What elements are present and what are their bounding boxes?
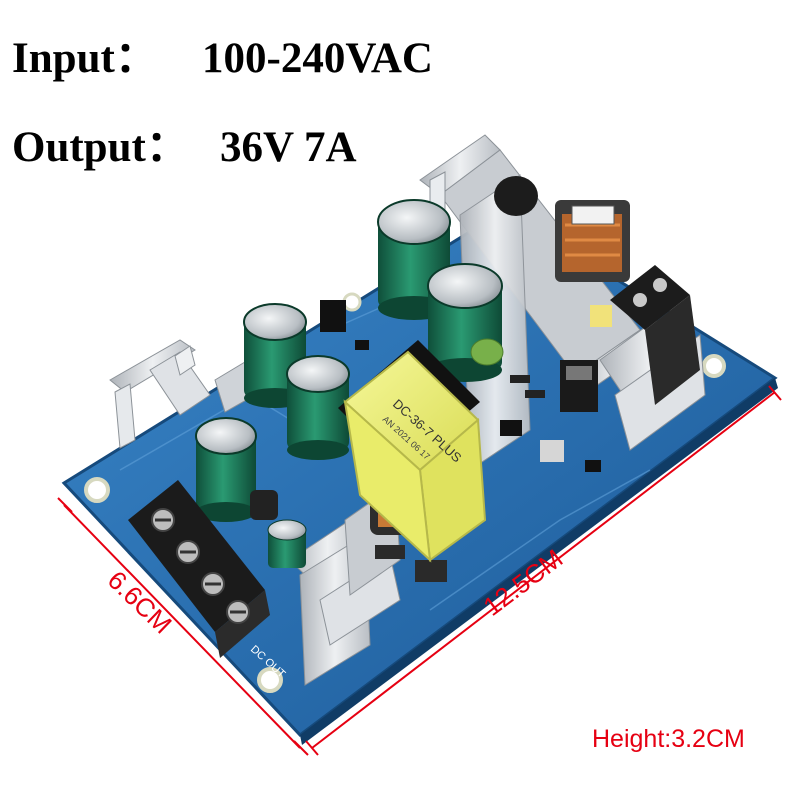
- common-mode-choke: [555, 200, 630, 282]
- terminal-screw: [226, 600, 250, 624]
- input-label: Input：: [12, 35, 158, 82]
- x-capacitor: [470, 338, 504, 366]
- output-value: 36V 7A: [220, 124, 357, 171]
- capacitor-medium-2: [286, 355, 350, 460]
- transformer: DC-36-7 PLUS AN 2021 06 17: [338, 340, 487, 563]
- mount-hole: [342, 292, 362, 312]
- input-terminal-block: [610, 265, 700, 405]
- mosfet: [560, 360, 598, 412]
- diode-resistors: [375, 305, 612, 582]
- input-value: 100-240VAC: [202, 35, 433, 82]
- output-spec: Output： 36V 7A: [12, 126, 357, 169]
- height-label: Height:3.2CM: [592, 725, 745, 753]
- terminal-screw: [151, 508, 175, 532]
- small-chips: [250, 300, 601, 520]
- mount-hole: [84, 477, 110, 503]
- dimension-length-line: [305, 385, 782, 756]
- mount-hole: [702, 354, 726, 378]
- thermistor: [494, 176, 538, 216]
- terminal-screw: [176, 540, 200, 564]
- dimension-width-line: [57, 497, 309, 756]
- capacitor-small: [267, 519, 307, 568]
- terminal-screw: [201, 572, 225, 596]
- capacitor-medium-3: [195, 417, 257, 522]
- mount-hole: [257, 667, 283, 693]
- output-terminal-block: DC OUT: [128, 480, 288, 681]
- output-label: Output：: [12, 124, 189, 171]
- input-spec: Input： 100-240VAC: [12, 37, 433, 80]
